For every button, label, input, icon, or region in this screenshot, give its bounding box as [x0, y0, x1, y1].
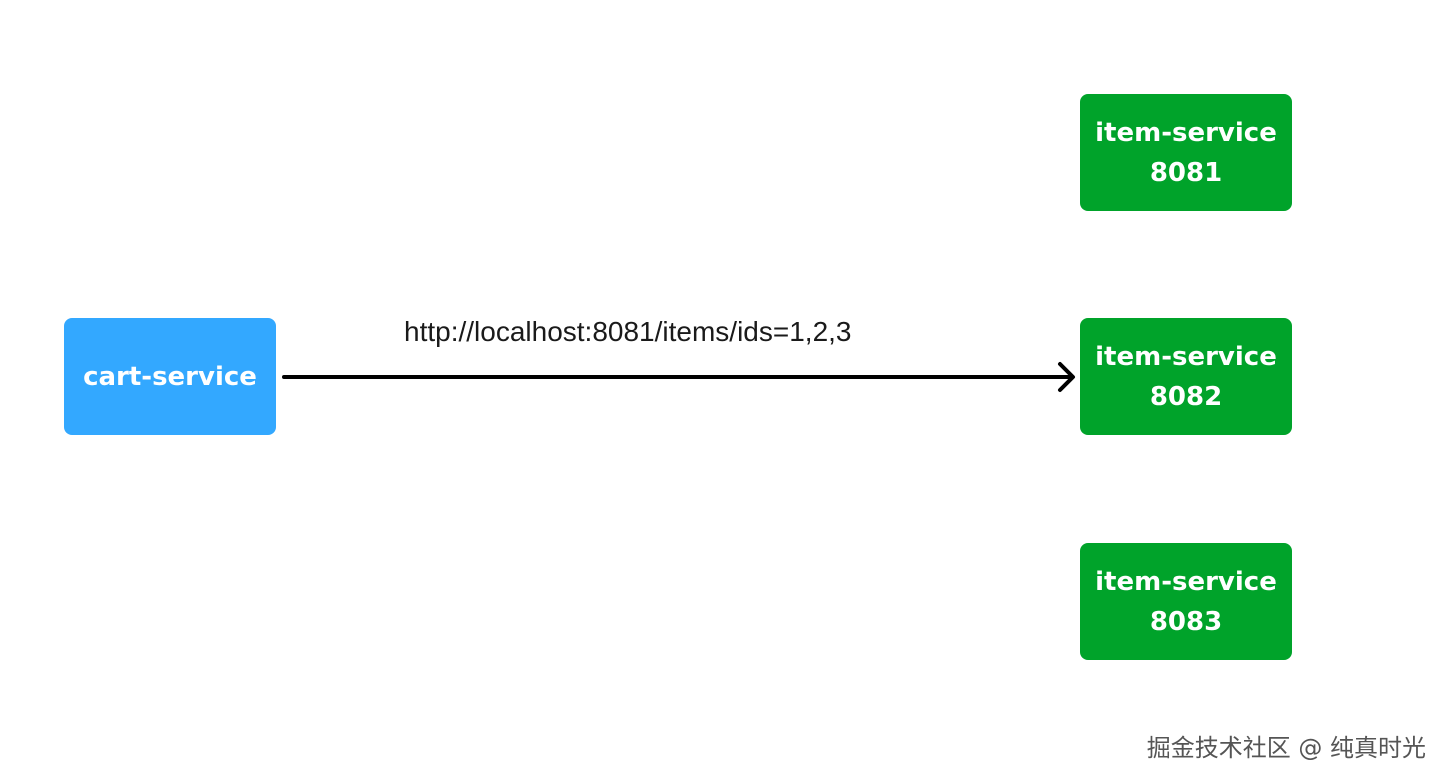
cart-service-node[interactable]: cart-service	[64, 318, 276, 435]
item-service-label: item-service	[1095, 341, 1277, 372]
watermark-text: 掘金技术社区 @ 纯真时光	[1146, 734, 1426, 762]
item-service-node-8081[interactable]: item-service 8081	[1080, 94, 1292, 211]
item-service-label: item-service	[1095, 117, 1277, 148]
item-service-port: 8083	[1149, 606, 1223, 637]
item-service-label: item-service	[1095, 566, 1277, 597]
item-service-node-8083[interactable]: item-service 8083	[1080, 543, 1292, 660]
item-service-port: 8081	[1149, 157, 1223, 188]
item-service-port: 8082	[1149, 381, 1223, 412]
cart-service-label: cart-service	[83, 361, 257, 392]
arrow-head-icon	[1058, 362, 1075, 392]
item-service-node-8082[interactable]: item-service 8082	[1080, 318, 1292, 435]
request-url-label: http://localhost:8081/items/ids=1,2,3	[404, 316, 852, 347]
